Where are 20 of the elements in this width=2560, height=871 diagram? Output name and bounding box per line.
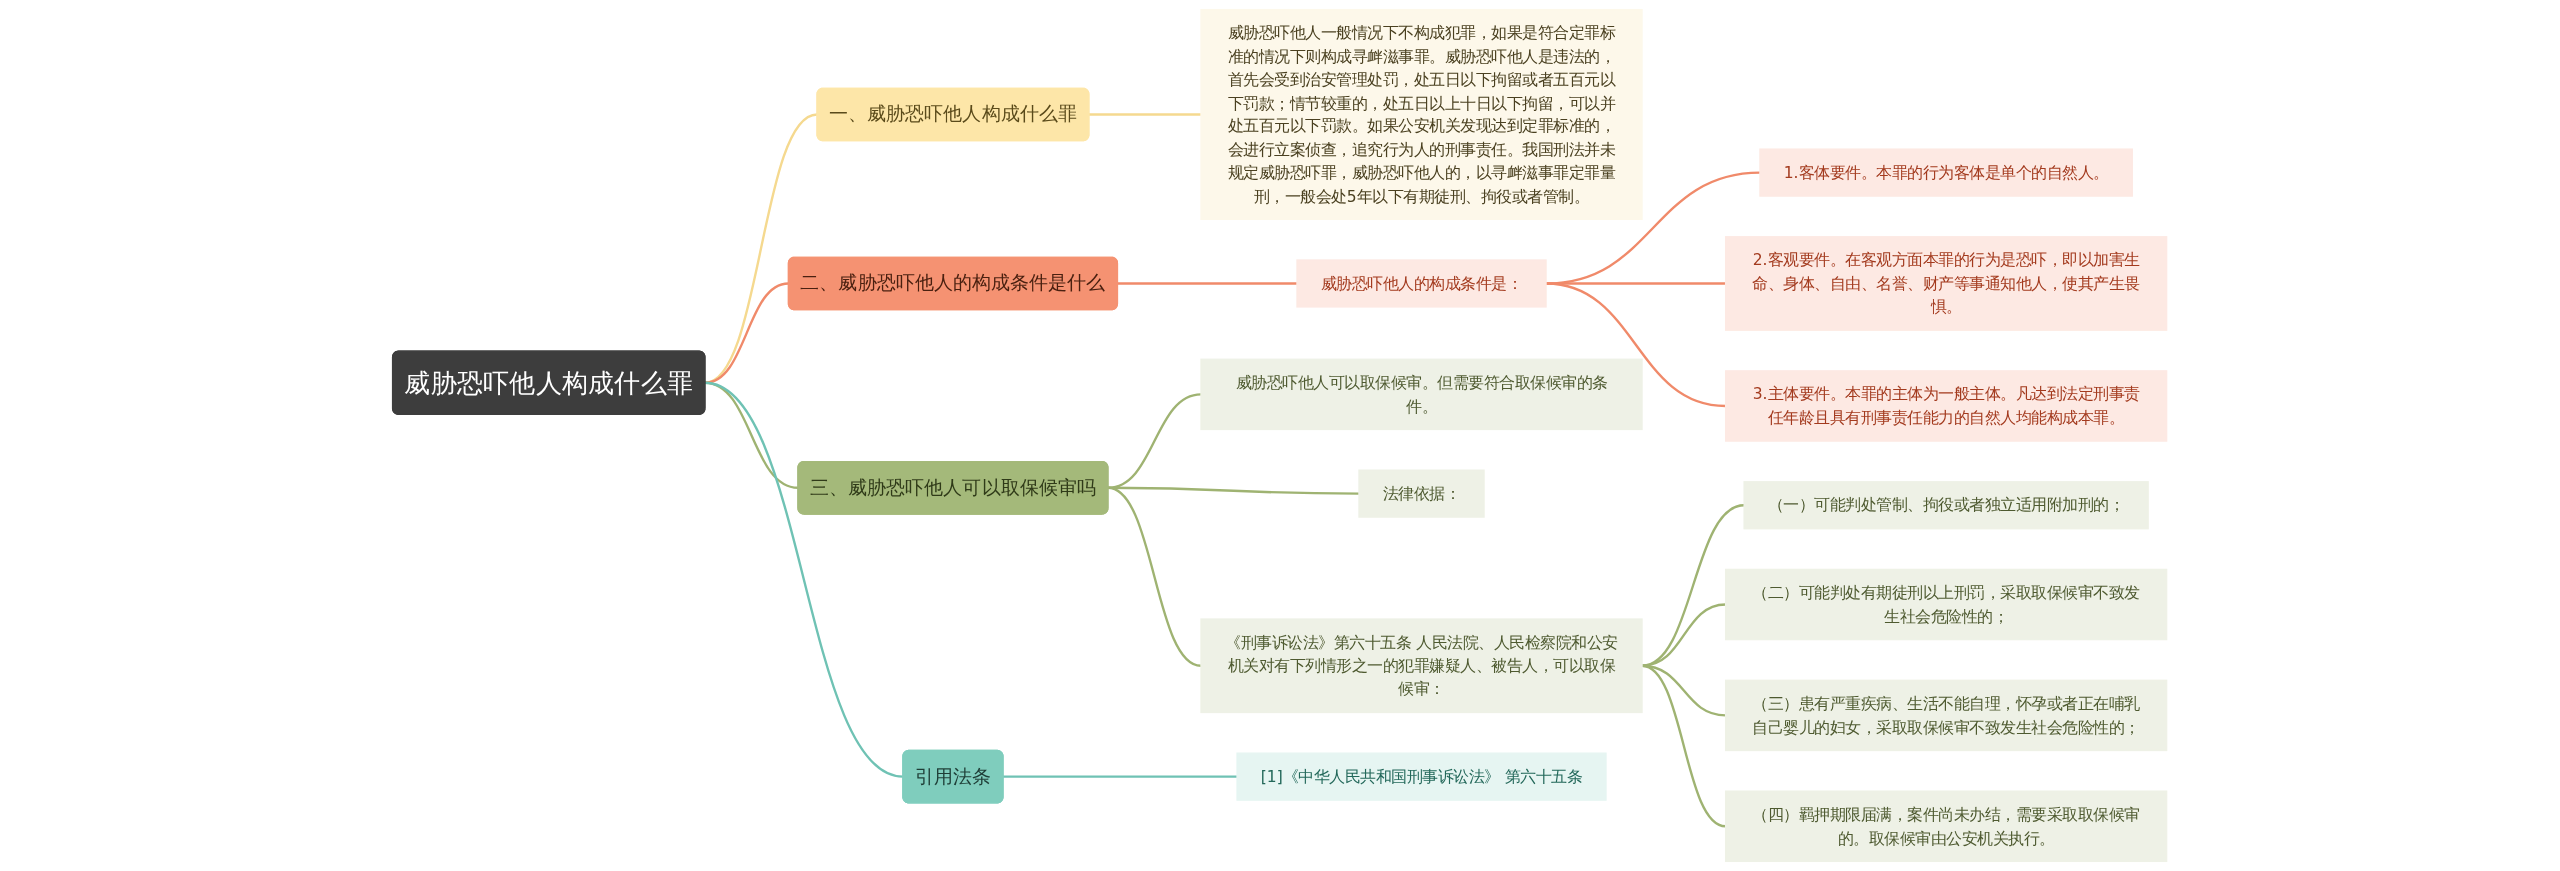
node-box xyxy=(1358,469,1486,518)
node-box xyxy=(1236,752,1607,801)
node-box xyxy=(1725,370,2168,442)
connector xyxy=(705,282,789,384)
node-box xyxy=(1200,618,1644,714)
node-box xyxy=(1296,259,1548,308)
node-box xyxy=(1725,679,2168,752)
node-box xyxy=(1725,568,2168,641)
connector xyxy=(1117,282,1298,285)
connector xyxy=(1089,113,1202,116)
node-box xyxy=(1759,148,2134,197)
node-box xyxy=(1725,236,2168,331)
connector xyxy=(1108,393,1202,489)
node-box xyxy=(1725,790,2168,863)
node-box xyxy=(1200,8,1644,220)
connector xyxy=(1003,775,1238,778)
node-box xyxy=(1200,358,1644,431)
connector xyxy=(1642,504,1745,667)
mind-map-diagram: 威胁恐吓他人构成什么罪 一、威胁恐吓他人构成什么罪 威胁恐吓他人一般情况下不构成犯罪，如果是符合定罪标准的情况下则构成寻衅滋事罪。威胁恐吓他人是违法的，首先会受到治安管理处罚，处五日以下拘留或者五百元以下罚款；情节较重的，处五日以上十日以下拘留，可以并处五百元以下罚款。如果公安机关发现达到定罪标准的，会进行立案侦查，追究行为人的刑事责任。我国刑法并未规定威胁恐吓罪，威胁恐吓他人的，以寻衅滋事罪定罪量刑，一般会处5年以下有期徒刑、拘役或者管制。 二、威胁恐吓他人的构成条件是什么 威胁恐吓他人的构成条件是： 1.客体要件。本罪的行为客体是单个的自然人。 2.客观要件。在客观方面本罪的行为是恐吓，即以加害生命、身体、自由、名誉、财产等事通知他人，使其产生畏惧。 3.主体要件。本罪的主体为一般主体。凡达到法定刑事责任年龄且具有刑事责任能力的自然人均能构成本罪。 三、威胁恐吓他人可以取保候审吗 威胁恐吓他人可以取保候审。但需要符合取保候审的条件。 法律依据： 《刑事诉讼法》第六十五条 人民法院、人民检察院和公安机关对有下列情形之一的犯罪嫌疑人、被告人，可以取保候审： （一）可能判处管制、拘役或者独立适用附加刑的； （二）可能判处有期徒刑以上刑罚，采取取保候审不致发生社会危险性的； （三）患有严重疾病、生活不能自理，怀孕或者正在哺乳自己婴儿的妇女，采取取保候审不致发生社会危险性的； （四）羁押期限届满，案件尚未办结，需要采取取保候审的。取保候审由公安机关执行。 引用法条 [1]《中华人民共和国刑事诉讼法》 第六十五条 xyxy=(383,0,2177,871)
node-box xyxy=(1743,481,2150,530)
